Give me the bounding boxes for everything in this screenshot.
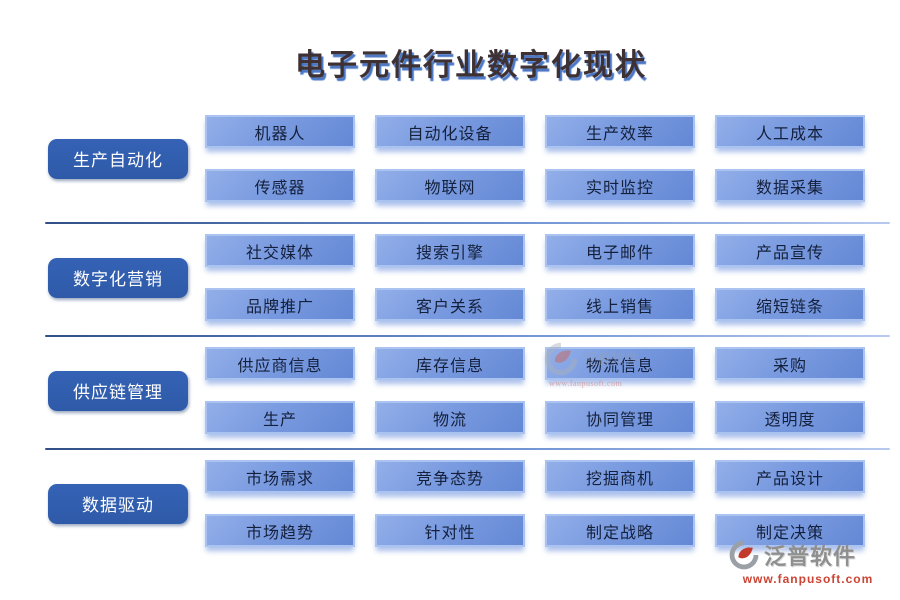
item-button[interactable]: 搜索引擎 bbox=[375, 234, 525, 267]
item-button[interactable]: 制定战略 bbox=[545, 514, 695, 547]
brand-url: www.fanpusoft.com bbox=[742, 572, 874, 586]
item-button[interactable]: 线上销售 bbox=[545, 288, 695, 321]
item-button[interactable]: 客户关系 bbox=[375, 288, 525, 321]
item-button[interactable]: 采购 bbox=[715, 347, 865, 380]
item-button[interactable]: 物流信息 bbox=[545, 347, 695, 380]
section-row: 数据驱动 市场需求竞争态势挖掘商机产品设计市场趋势针对性制定战略制定决策 bbox=[0, 450, 900, 563]
item-grid: 机器人自动化设备生产效率人工成本传感器物联网实时监控数据采集 bbox=[205, 115, 865, 202]
item-button[interactable]: 数据采集 bbox=[715, 169, 865, 202]
brand-watermark: 泛普软件 www.fanpusoft.com bbox=[728, 539, 888, 586]
item-button[interactable]: 人工成本 bbox=[715, 115, 865, 148]
item-button[interactable]: 品牌推广 bbox=[205, 288, 355, 321]
category-button-1[interactable]: 生产自动化 bbox=[48, 138, 188, 179]
item-button[interactable]: 产品宣传 bbox=[715, 234, 865, 267]
item-button[interactable]: 供应商信息 bbox=[205, 347, 355, 380]
item-grid: 供应商信息库存信息物流信息采购生产物流协同管理透明度 bbox=[205, 347, 865, 434]
item-grid: 市场需求竞争态势挖掘商机产品设计市场趋势针对性制定战略制定决策 bbox=[205, 460, 865, 547]
category-button-4[interactable]: 数据驱动 bbox=[48, 483, 188, 524]
item-button[interactable]: 物流 bbox=[375, 401, 525, 434]
item-button[interactable]: 协同管理 bbox=[545, 401, 695, 434]
category-button-2[interactable]: 数字化营销 bbox=[48, 257, 188, 298]
item-grid: 社交媒体搜索引擎电子邮件产品宣传品牌推广客户关系线上销售缩短链条 bbox=[205, 234, 865, 321]
category-button-3[interactable]: 供应链管理 bbox=[48, 370, 188, 411]
item-button[interactable]: 电子邮件 bbox=[545, 234, 695, 267]
item-button[interactable]: 竞争态势 bbox=[375, 460, 525, 493]
fanpu-logo-icon bbox=[729, 540, 759, 570]
item-button[interactable]: 缩短链条 bbox=[715, 288, 865, 321]
section-row: 供应链管理 供应商信息库存信息物流信息采购生产物流协同管理透明度 bbox=[0, 337, 900, 450]
page-title: 电子元件行业数字化现状 bbox=[295, 49, 647, 82]
item-button[interactable]: 传感器 bbox=[205, 169, 355, 202]
item-button[interactable]: 针对性 bbox=[375, 514, 525, 547]
item-button[interactable]: 社交媒体 bbox=[205, 234, 355, 267]
item-button[interactable]: 市场需求 bbox=[205, 460, 355, 493]
item-button[interactable]: 市场趋势 bbox=[205, 514, 355, 547]
item-button[interactable]: 物联网 bbox=[375, 169, 525, 202]
item-button[interactable]: 挖掘商机 bbox=[545, 460, 695, 493]
item-button[interactable]: 库存信息 bbox=[375, 347, 525, 380]
item-button[interactable]: 透明度 bbox=[715, 401, 865, 434]
item-button[interactable]: 产品设计 bbox=[715, 460, 865, 493]
item-button[interactable]: 机器人 bbox=[205, 115, 355, 148]
section-row: 生产自动化 机器人自动化设备生产效率人工成本传感器物联网实时监控数据采集 bbox=[0, 100, 900, 224]
item-button[interactable]: 自动化设备 bbox=[375, 115, 525, 148]
item-button[interactable]: 生产 bbox=[205, 401, 355, 434]
item-button[interactable]: 生产效率 bbox=[545, 115, 695, 148]
brand-name: 泛普软件 bbox=[764, 544, 857, 569]
sections: 生产自动化 机器人自动化设备生产效率人工成本传感器物联网实时监控数据采集 数字化… bbox=[0, 100, 900, 563]
section-row: 数字化营销 社交媒体搜索引擎电子邮件产品宣传品牌推广客户关系线上销售缩短链条 bbox=[0, 224, 900, 337]
item-button[interactable]: 实时监控 bbox=[545, 169, 695, 202]
